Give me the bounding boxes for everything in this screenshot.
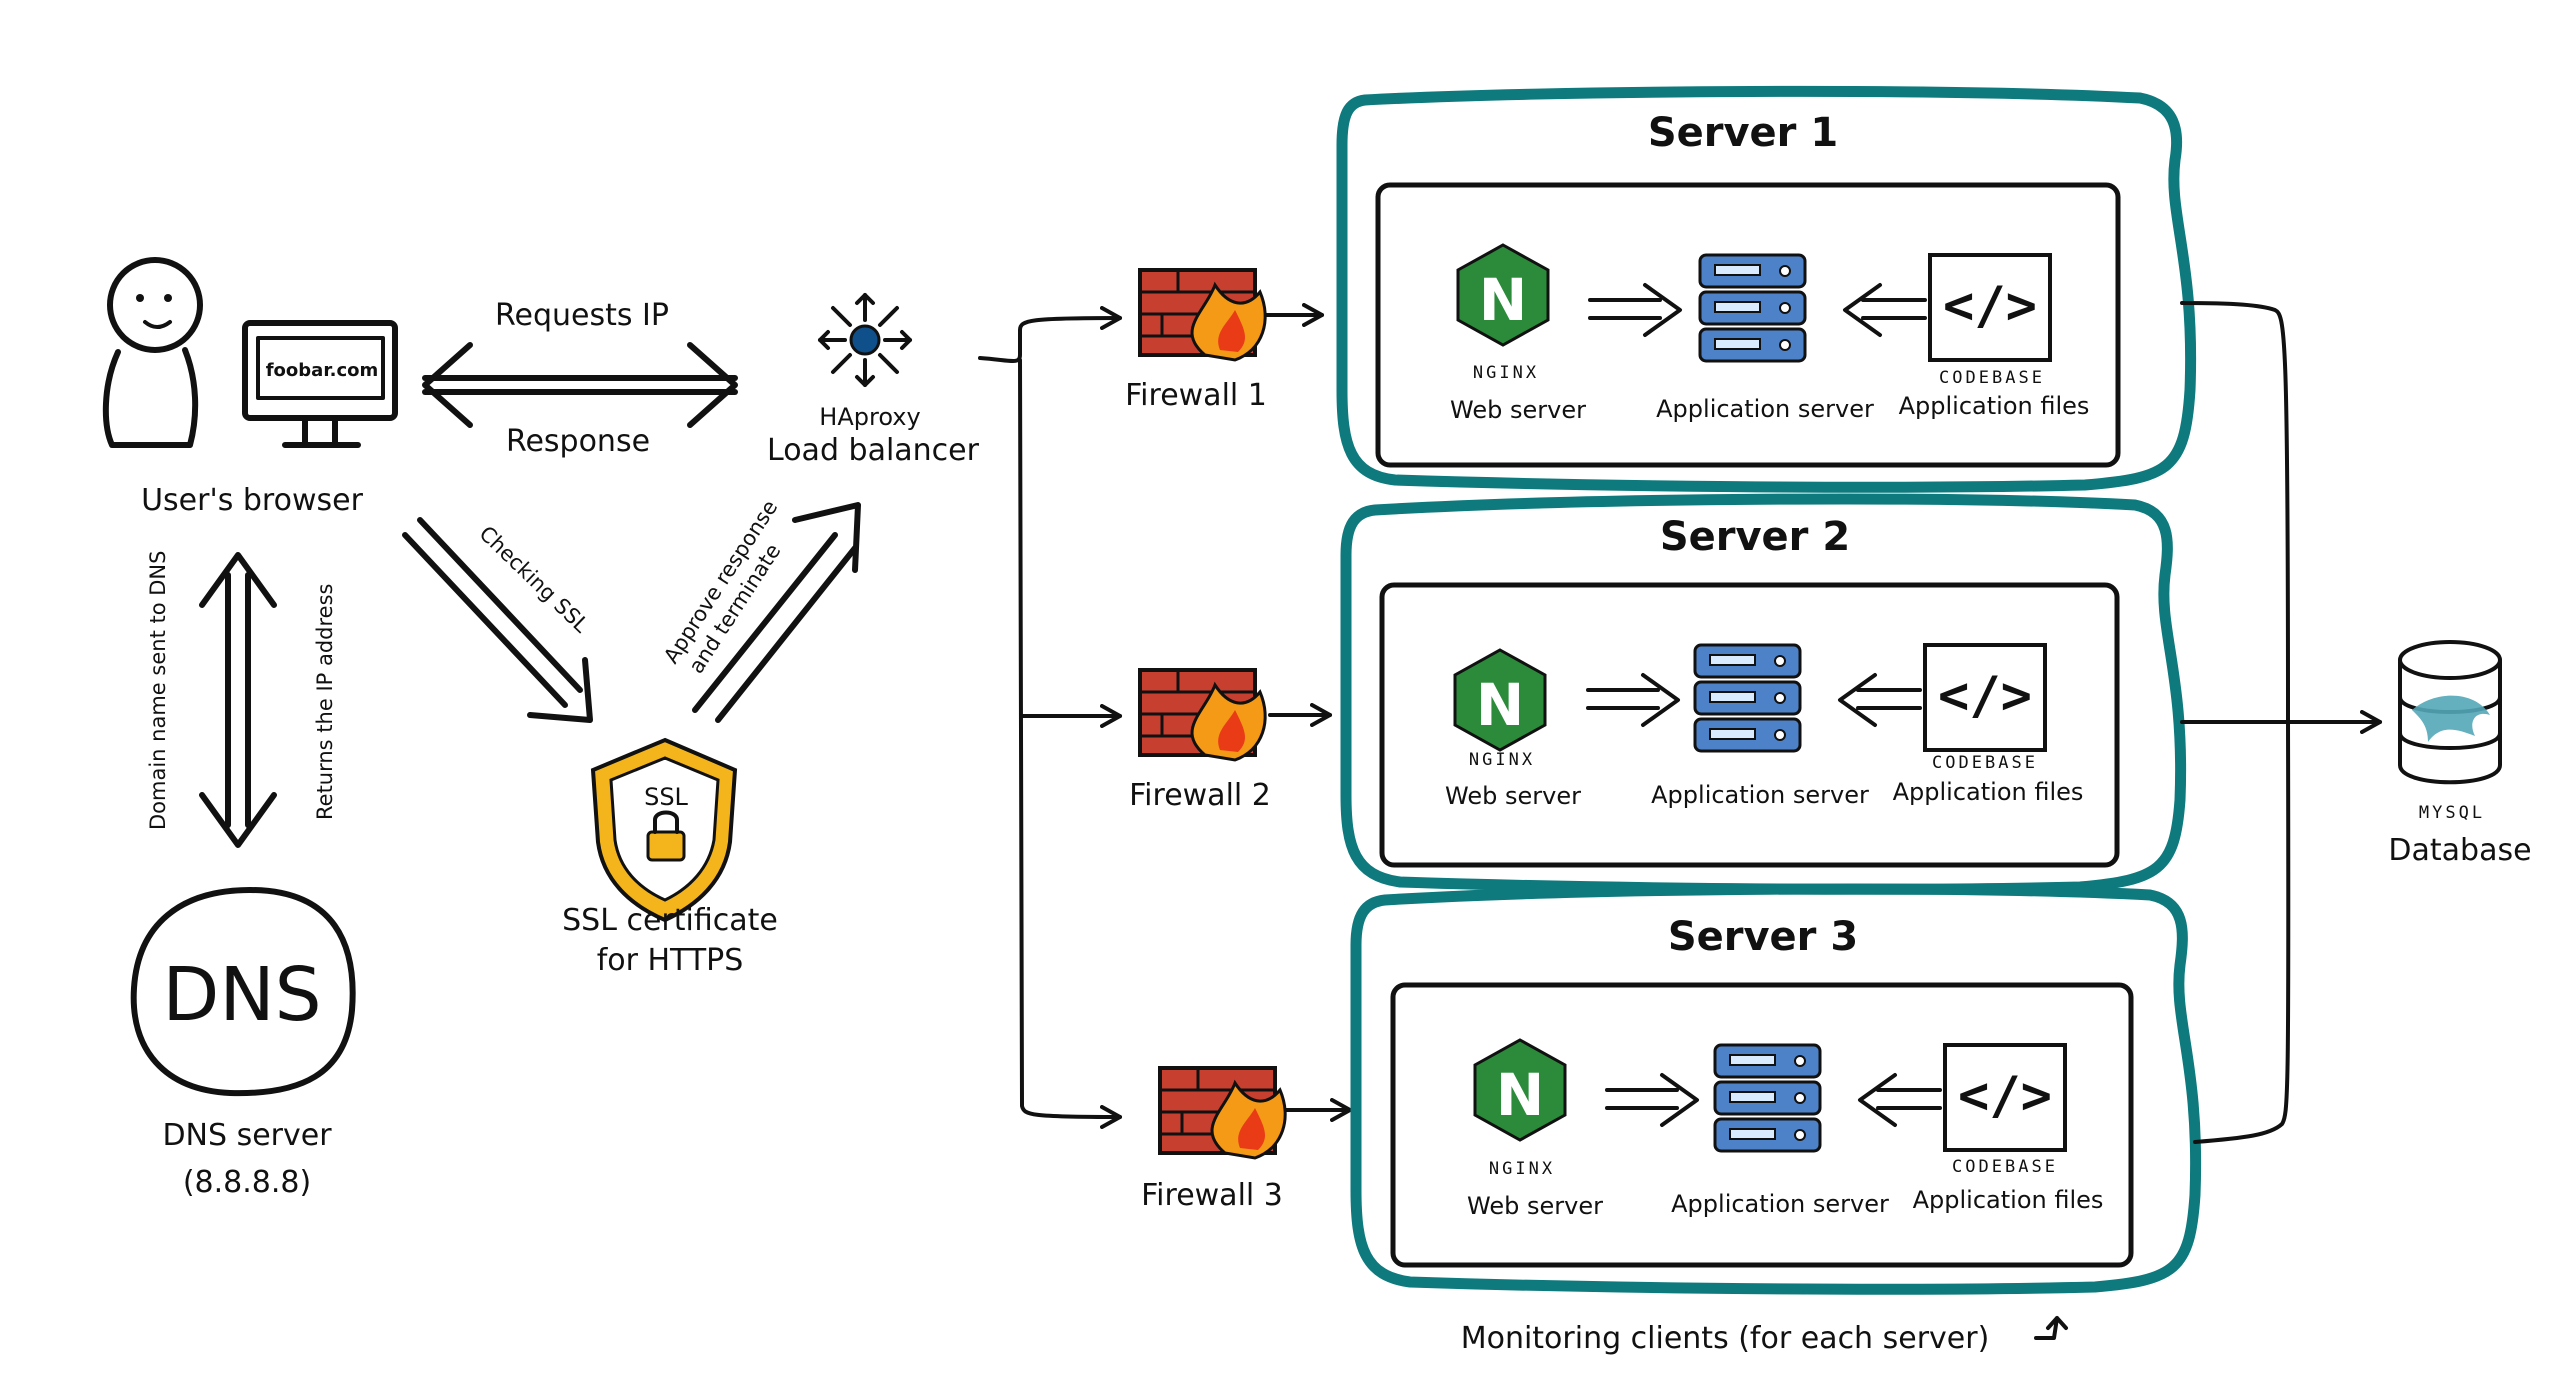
server-3: Server 3 N NGINX Web server App bbox=[1350, 883, 2202, 1295]
monitoring-clients-label: Monitoring clients (for each server) bbox=[1461, 1321, 1990, 1356]
request-response-arrows: Requests IP Response bbox=[422, 298, 738, 459]
firewall-3: Firewall 3 bbox=[1141, 1066, 1287, 1213]
firewall-1: Firewall 1 bbox=[1125, 268, 1267, 413]
code-icon: </> bbox=[1928, 253, 2052, 362]
person-icon bbox=[102, 257, 203, 448]
response-label: Response bbox=[506, 424, 650, 459]
web-server-label: Web server bbox=[1450, 396, 1586, 424]
dns-address-label: (8.8.8.8) bbox=[183, 1165, 311, 1200]
haproxy-label: HAproxy bbox=[819, 403, 920, 431]
application-server-label: Application server bbox=[1656, 395, 1874, 423]
application-server-label: Application server bbox=[1651, 781, 1869, 809]
load-balancer-label: Load balancer bbox=[767, 433, 980, 468]
nginx-icon: N bbox=[1473, 1038, 1567, 1142]
server-stack-icon bbox=[1698, 253, 1807, 363]
mysql-label: MYSQL bbox=[2419, 803, 2485, 823]
application-server-label: Application server bbox=[1671, 1190, 1889, 1218]
server-stack-icon bbox=[1693, 643, 1802, 753]
code-icon: </> bbox=[1943, 1043, 2067, 1152]
nginx-brand: NGINX bbox=[1473, 363, 1539, 383]
dns-text: DNS bbox=[162, 952, 321, 1038]
ssl-certificate-label: SSL certificate bbox=[562, 903, 778, 938]
server-2: Server 2 N NGINX Web server App bbox=[1340, 493, 2187, 895]
ssl-approve-arrow: Approve response and terminate bbox=[659, 496, 861, 723]
mysql-database: MYSQL Database bbox=[2388, 640, 2532, 868]
requests-ip-label: Requests IP bbox=[495, 298, 669, 333]
users-browser-label: User's browser bbox=[141, 483, 363, 518]
dns-server: DNS DNS server (8.8.8.8) bbox=[130, 887, 356, 1200]
ssl-checking-arrow: Checking SSL bbox=[402, 517, 594, 723]
firewall-label: Firewall 1 bbox=[1125, 378, 1267, 413]
application-files: </> CODEBASE Application files bbox=[1899, 253, 2090, 420]
dns-server-label: DNS server bbox=[162, 1118, 332, 1153]
codebase-label: CODEBASE bbox=[1939, 368, 2045, 388]
nginx-icon: N bbox=[1456, 243, 1550, 347]
user-person bbox=[102, 257, 203, 448]
dns-circle-icon: DNS bbox=[130, 887, 356, 1097]
ssl-certificate: SSL SSL certificate for HTTPS bbox=[562, 737, 778, 978]
haproxy-load-balancer: HAproxy Load balancer bbox=[767, 293, 980, 468]
code-symbol: </> bbox=[1943, 276, 2037, 336]
application-files-label: Application files bbox=[1899, 392, 2090, 420]
nginx-letter: N bbox=[1476, 671, 1525, 739]
monitoring-clients: Monitoring clients (for each server) bbox=[1461, 1316, 2068, 1356]
server-stack-icon bbox=[1713, 1043, 1822, 1153]
code-symbol: </> bbox=[1938, 666, 2032, 726]
database-connections bbox=[2180, 301, 2382, 1144]
web-server-label: Web server bbox=[1445, 782, 1581, 810]
firewall-icon bbox=[1138, 268, 1267, 362]
firewall-label: Firewall 2 bbox=[1129, 778, 1271, 813]
database-label: Database bbox=[2388, 833, 2531, 868]
code-symbol: </> bbox=[1958, 1066, 2052, 1126]
mysql-database-icon bbox=[2398, 640, 2502, 785]
firewall-label: Firewall 3 bbox=[1141, 1178, 1283, 1213]
load-balancer-routing-lines bbox=[978, 303, 1352, 1129]
users-browser: foobar.com User's browser bbox=[141, 320, 398, 518]
ssl-shield-icon: SSL bbox=[590, 737, 738, 923]
dns-request-arrows: Domain name sent to DNS Returns the IP a… bbox=[146, 551, 337, 848]
ssl-text: SSL bbox=[644, 783, 688, 811]
server-title: Server 1 bbox=[1648, 110, 1838, 156]
application-files-label: Application files bbox=[1913, 1186, 2104, 1214]
checking-ssl-label: Checking SSL bbox=[475, 521, 594, 637]
nginx-web-server: N NGINX Web server bbox=[1450, 243, 1586, 424]
application-files: </> CODEBASE Application files bbox=[1913, 1043, 2104, 1214]
domain-name-sent-label: Domain name sent to DNS bbox=[146, 551, 170, 830]
monitor-icon: foobar.com bbox=[242, 320, 398, 448]
nginx-letter: N bbox=[1496, 1061, 1545, 1129]
nginx-brand: NGINX bbox=[1489, 1159, 1555, 1179]
ssl-https-label: for HTTPS bbox=[597, 943, 744, 978]
nginx-web-server: N NGINX Web server bbox=[1467, 1038, 1603, 1220]
codebase-label: CODEBASE bbox=[1952, 1157, 2058, 1177]
nginx-brand: NGINX bbox=[1469, 750, 1535, 770]
nginx-web-server: N NGINX Web server bbox=[1445, 648, 1581, 810]
application-server: Application server bbox=[1651, 643, 1869, 809]
firewall-icon bbox=[1158, 1066, 1287, 1160]
firewall-icon bbox=[1138, 668, 1267, 762]
application-server: Application server bbox=[1671, 1043, 1889, 1218]
server-1: Server 1 N NGINX Web server App bbox=[1336, 85, 2197, 493]
nginx-icon: N bbox=[1453, 648, 1547, 752]
server-title: Server 2 bbox=[1660, 514, 1850, 560]
firewall-2: Firewall 2 bbox=[1129, 668, 1271, 813]
codebase-label: CODEBASE bbox=[1932, 753, 2038, 773]
web-server-label: Web server bbox=[1467, 1192, 1603, 1220]
load-balancer-icon bbox=[818, 293, 912, 387]
code-icon: </> bbox=[1923, 643, 2047, 752]
application-files-label: Application files bbox=[1893, 778, 2084, 806]
nginx-letter: N bbox=[1479, 266, 1528, 334]
returns-ip-label: Returns the IP address bbox=[313, 584, 337, 820]
server-title: Server 3 bbox=[1668, 914, 1858, 960]
application-server: Application server bbox=[1656, 253, 1874, 423]
browser-screen-text: foobar.com bbox=[266, 360, 379, 381]
application-files: </> CODEBASE Application files bbox=[1893, 643, 2084, 806]
